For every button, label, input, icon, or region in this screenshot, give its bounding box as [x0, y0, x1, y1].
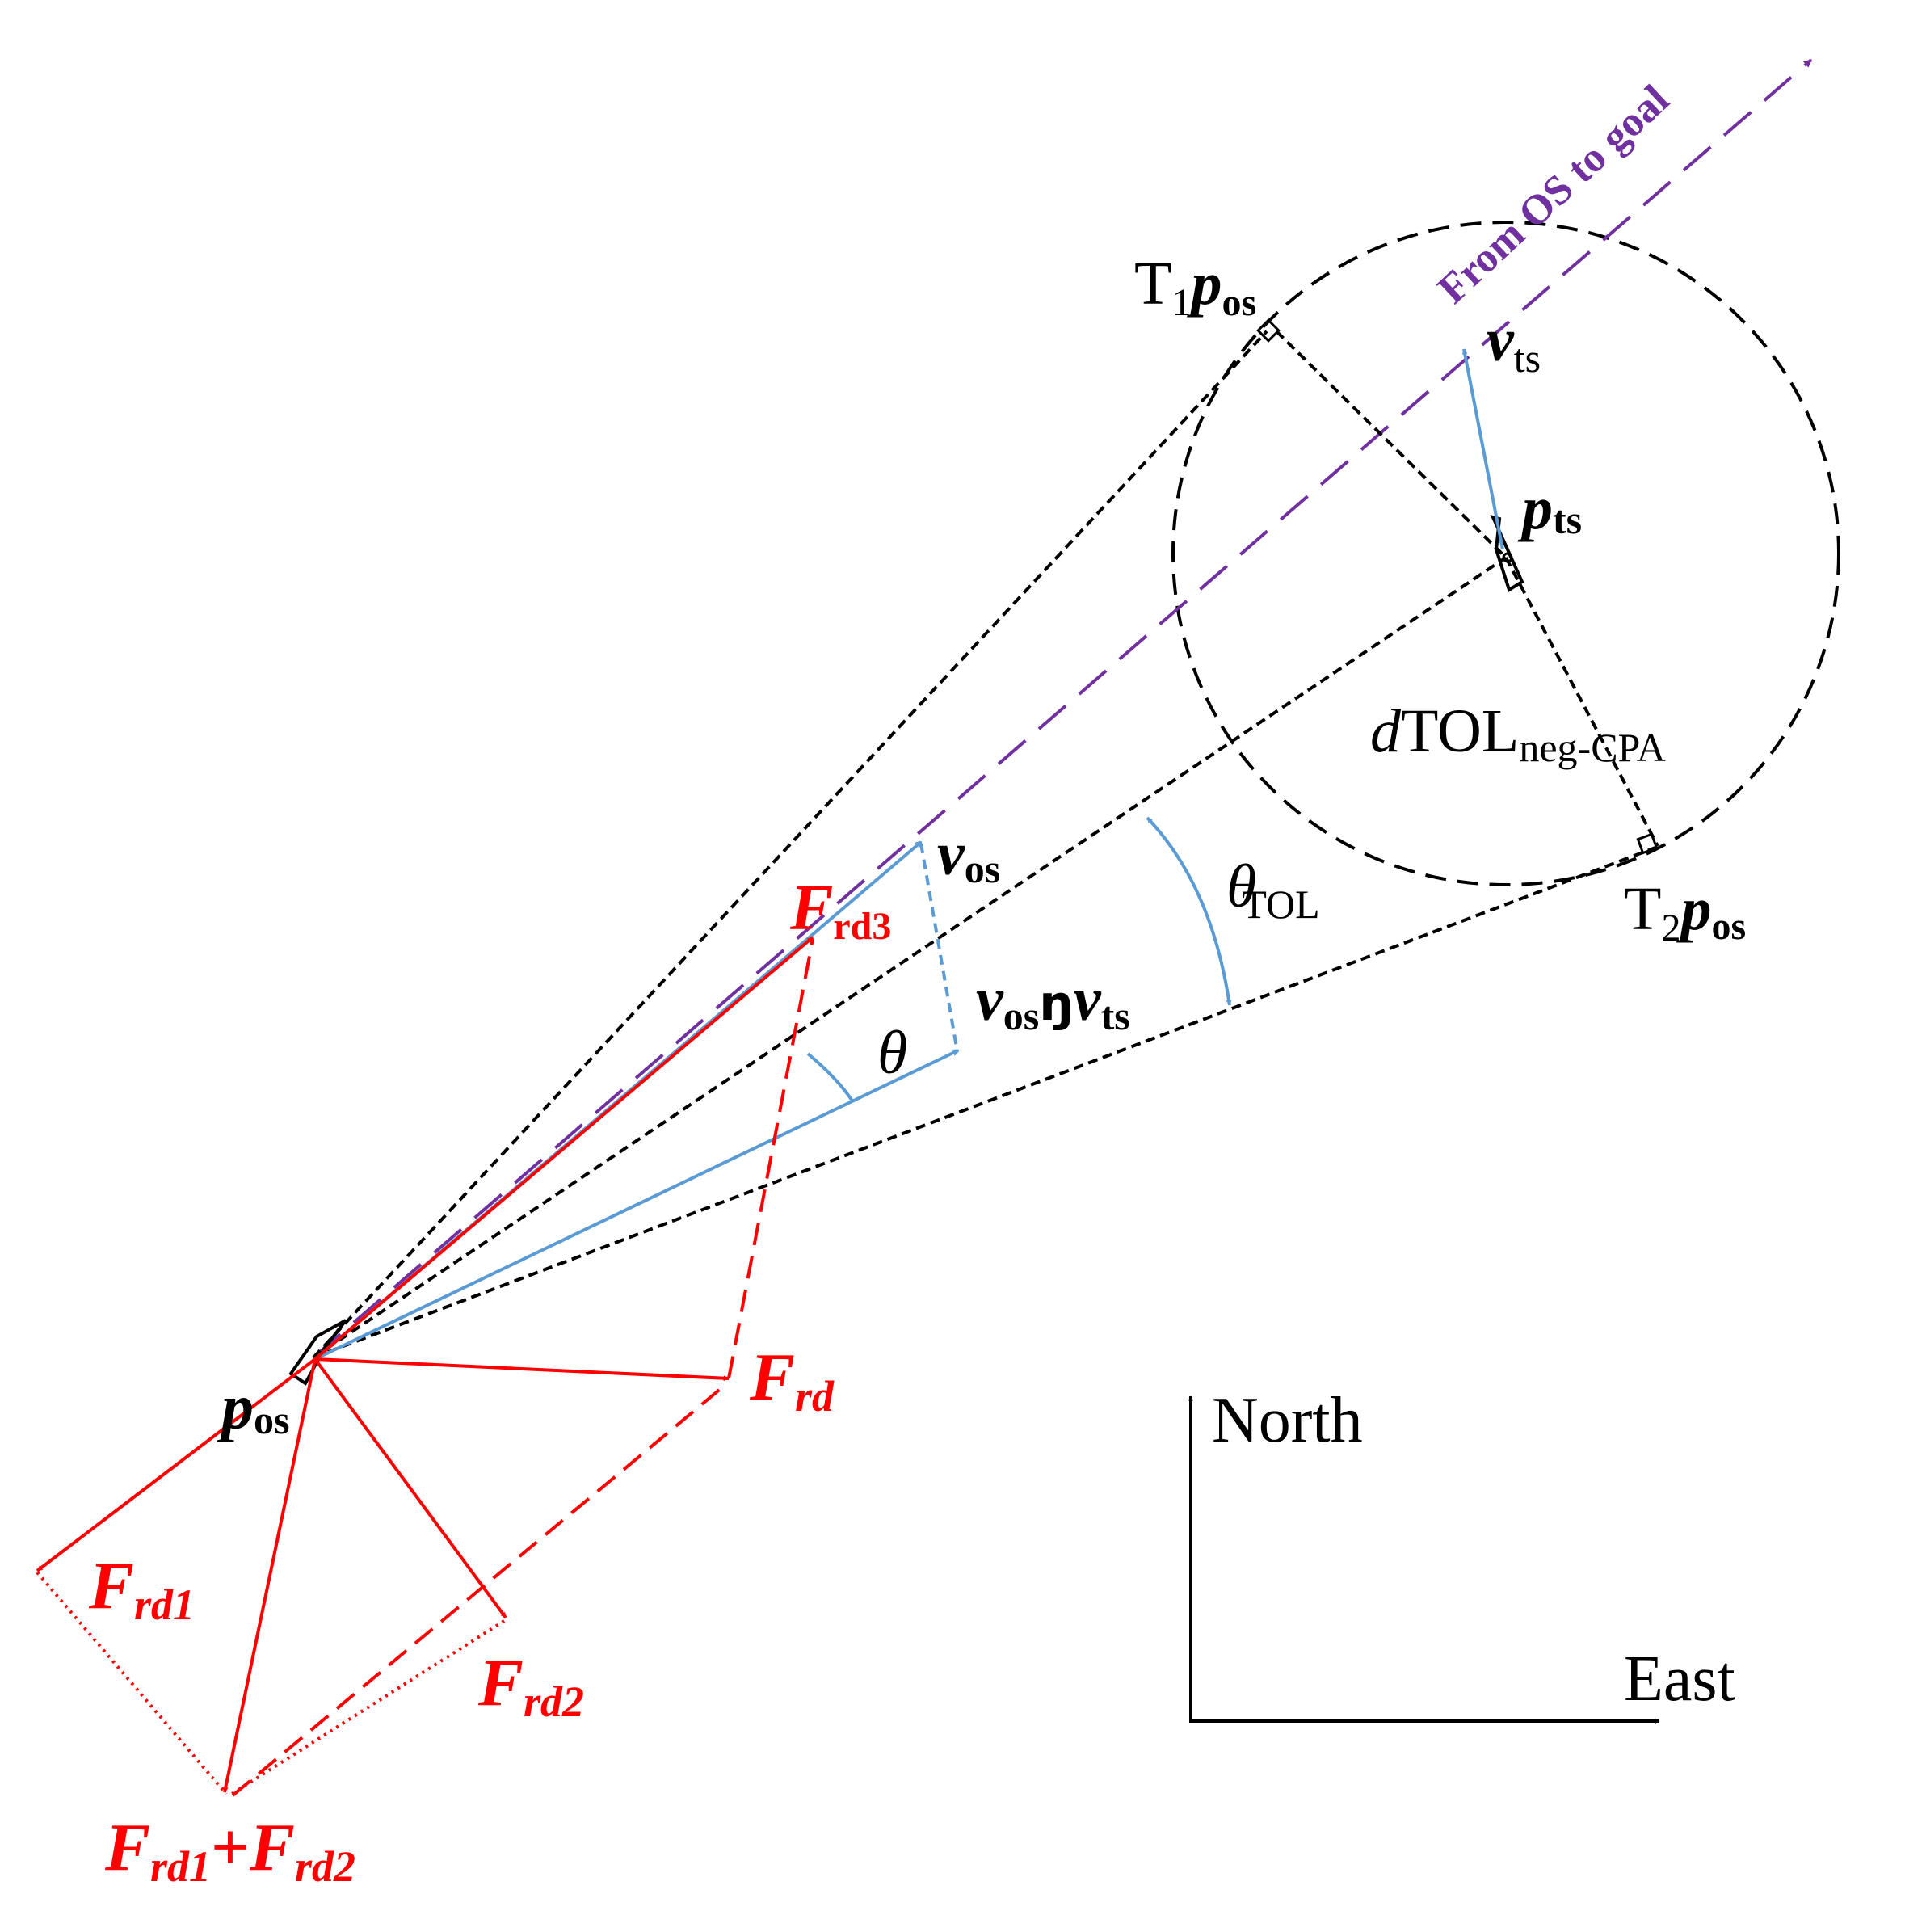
parallelogram-dotted-2	[228, 1619, 506, 1797]
f-rd1-arrow	[36, 1357, 317, 1572]
f-rd-label: Frd	[749, 1340, 835, 1421]
v-diff-dashed	[919, 843, 958, 1048]
theta-tol-arc	[1146, 816, 1232, 1006]
f-rd1-label: Frd1	[88, 1548, 195, 1629]
p-ts-label: pts	[1517, 474, 1582, 542]
v-ts-label: vts	[1487, 306, 1541, 381]
t1-label: T1pos	[1134, 250, 1256, 324]
f-rd2-arrow	[313, 1357, 507, 1619]
f-rd3-label: Frd3	[789, 873, 891, 948]
theta-arc	[806, 1052, 855, 1104]
sum-dashed-to-frd	[231, 1382, 729, 1797]
v-ts-arrow	[1461, 348, 1504, 550]
target-ship-center	[1502, 552, 1513, 563]
f-rd1-plus-rd2-label: Frd1+Frd2	[104, 1810, 355, 1891]
tangent-line-t1	[312, 330, 1268, 1359]
collision-circle	[1171, 221, 1840, 886]
right-angle-t2	[1636, 832, 1659, 855]
f-rd-arrow	[314, 1357, 730, 1382]
radius-t1	[1275, 330, 1508, 559]
theta-tol-label: θTOL	[1226, 852, 1320, 927]
t2-label: T2pos	[1624, 875, 1746, 949]
own-ship-hull	[288, 1319, 347, 1386]
f-rd3-arrow	[313, 936, 814, 1361]
radius-t2	[1504, 557, 1659, 847]
frd-dashed-to-frd3	[727, 938, 814, 1379]
right-angle-t1	[1256, 318, 1281, 343]
p-os-label: pos	[217, 1372, 289, 1443]
f-rd1-plus-rd2-arrow	[222, 1358, 317, 1793]
v-os-label: vos	[937, 820, 1000, 891]
target-ship-hull	[1490, 515, 1524, 593]
north-label: North	[1212, 1385, 1363, 1456]
goal-direction-line	[312, 58, 1813, 1359]
theta-label: θ	[877, 1019, 907, 1087]
goal-label: From OS to goal	[1429, 77, 1678, 313]
tangent-line-t2	[313, 846, 1656, 1359]
east-label: East	[1624, 1644, 1735, 1715]
relative-velocity-label: vosŋvts	[976, 966, 1130, 1038]
f-rd2-label: Frd2	[477, 1645, 584, 1726]
dtol-label: dTOLneg-CPA	[1370, 697, 1666, 770]
v-rel-arrow	[314, 1049, 958, 1361]
center-line	[312, 556, 1508, 1359]
parallelogram-dotted-1	[36, 1571, 228, 1795]
